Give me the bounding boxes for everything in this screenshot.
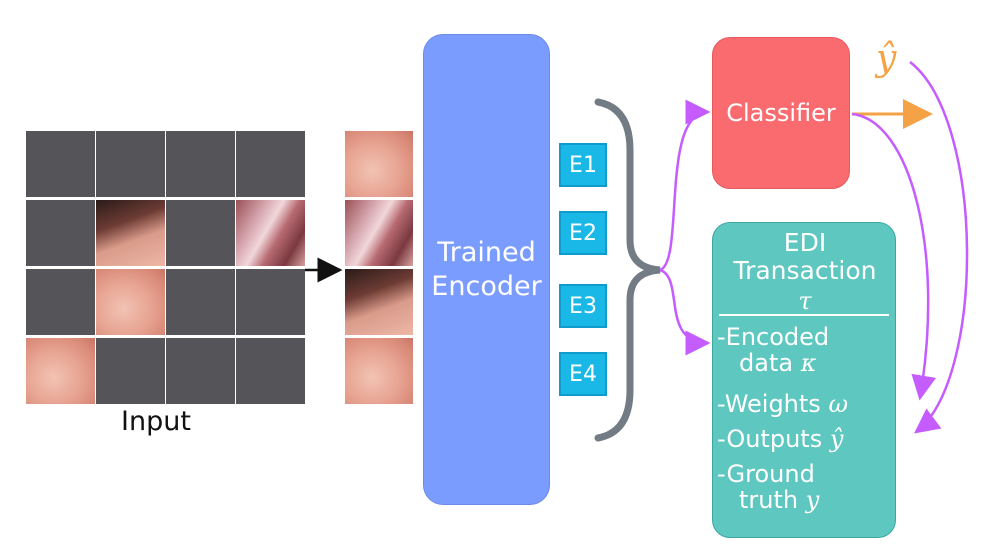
- masked-patch: [166, 269, 235, 335]
- masked-patch: [166, 338, 235, 404]
- edi-item-weights-prefix: -Weights: [717, 390, 821, 418]
- edi-item-outputs: -Outputs ŷ: [717, 426, 843, 452]
- edi-item-ground-truth: -Ground truth y: [717, 461, 819, 513]
- visible-tissue-patch: [96, 269, 165, 335]
- masked-patch: [26, 131, 95, 197]
- kappa-symbol: κ: [800, 349, 817, 377]
- classifier-block: Classifier: [712, 37, 850, 189]
- visible-tissue-patch: [26, 338, 95, 404]
- classifier-output-symbol: ŷ: [876, 38, 897, 79]
- strip-patch: [345, 131, 413, 197]
- encoder-label-line2: Encoder: [431, 270, 542, 302]
- edi-transaction-block: EDI Transaction τ -Encoded data κ -Weigh…: [712, 222, 896, 538]
- masked-patch: [26, 200, 95, 266]
- edi-title-line1: EDI: [783, 228, 827, 257]
- embedding-e2: E2: [559, 211, 607, 255]
- edi-item-ground-line2: truth y: [717, 487, 819, 513]
- yhat-symbol: ŷ: [829, 425, 844, 453]
- omega-symbol: ω: [828, 390, 849, 418]
- input-label: Input: [121, 406, 191, 437]
- strip-patch: [345, 338, 413, 404]
- edi-title-line2: Transaction: [733, 256, 877, 285]
- visible-tissue-patch: [96, 200, 165, 266]
- strip-patch: [345, 200, 413, 266]
- strip-patch: [345, 269, 413, 335]
- y-symbol: y: [805, 486, 820, 514]
- masked-patch: [236, 269, 305, 335]
- edi-divider: [719, 314, 889, 316]
- output-to-edi-arrow: [909, 61, 969, 434]
- masked-patch: [96, 338, 165, 404]
- embedding-brace: [594, 98, 661, 442]
- edi-item-weights: -Weights ω: [717, 391, 848, 417]
- masked-patch: [166, 200, 235, 266]
- visible-tissue-patch: [236, 200, 305, 266]
- masked-patch: [236, 131, 305, 197]
- masked-patch: [236, 338, 305, 404]
- edi-item-encoded: -Encoded data κ: [717, 324, 829, 376]
- brace-to-classifier-arrow: [659, 99, 711, 272]
- edi-tau-symbol: τ: [798, 287, 812, 315]
- edi-item-encoded-line2: data κ: [717, 350, 829, 376]
- edi-item-outputs-prefix: -Outputs: [717, 425, 823, 453]
- edi-item-encoded-prefix: -Encoded: [717, 323, 830, 351]
- classifier-label: Classifier: [726, 99, 836, 127]
- embedding-e3: E3: [559, 284, 607, 328]
- trained-encoder-block: Trained Encoder: [423, 34, 550, 505]
- edi-item-ground-prefix: -Ground: [717, 460, 815, 488]
- embedding-e4: E4: [559, 352, 607, 396]
- embedding-e1: E1: [559, 143, 607, 187]
- encoder-label-line1: Trained: [437, 236, 536, 268]
- masked-patch: [96, 131, 165, 197]
- edi-item-encoded-text: data: [739, 349, 794, 377]
- brace-to-edi-arrow: [659, 268, 711, 356]
- masked-patch: [166, 131, 235, 197]
- classifier-to-weights-arrow: [851, 112, 937, 401]
- edi-item-ground-text: truth: [739, 486, 799, 514]
- masked-patch: [26, 269, 95, 335]
